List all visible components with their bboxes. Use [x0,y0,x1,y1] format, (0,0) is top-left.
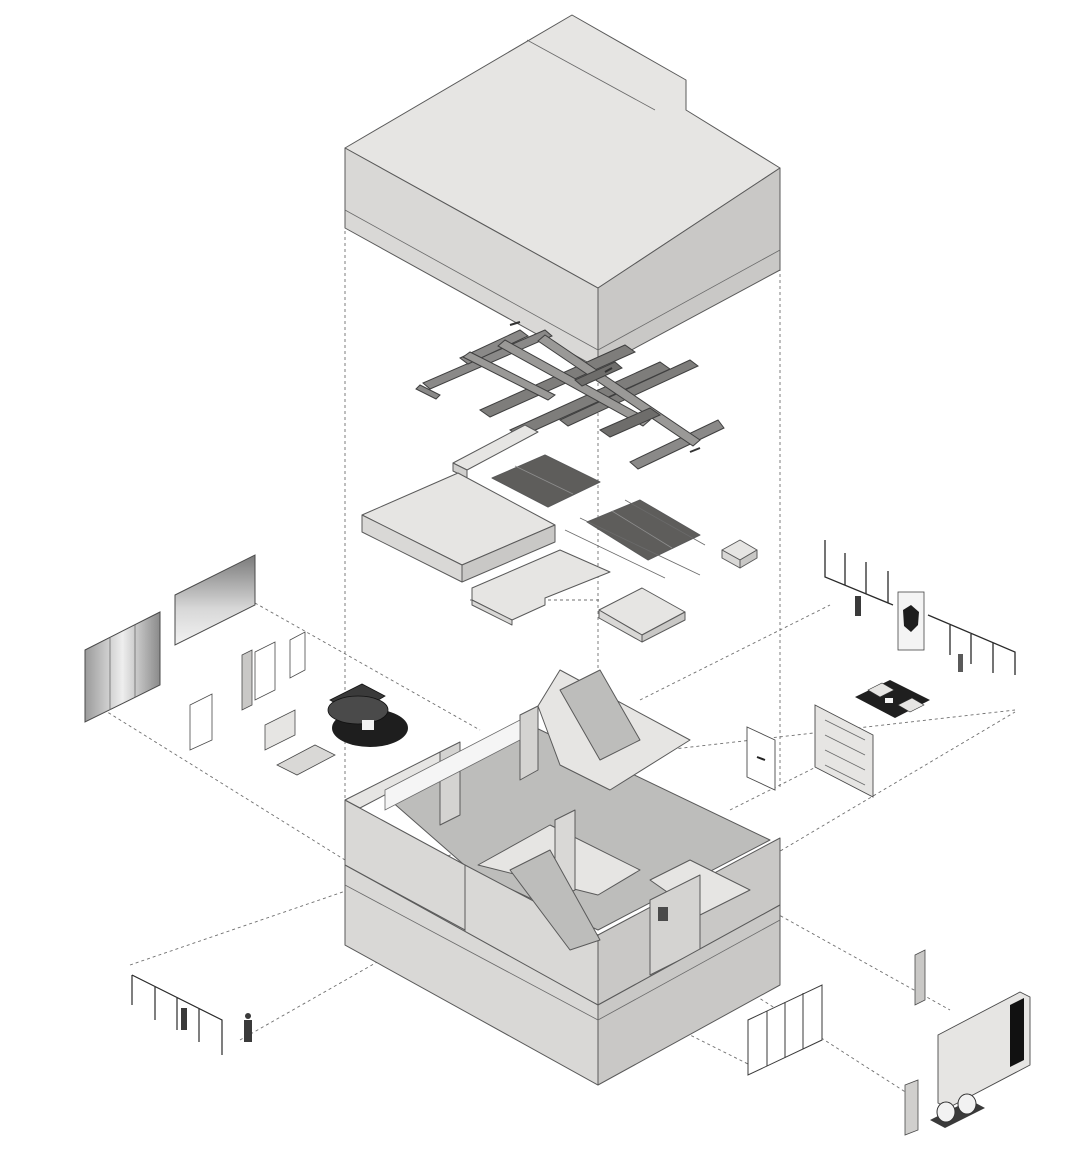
entrance-portal [904,949,1031,1136]
roof-volume [344,14,781,369]
entrance-glass-doors [747,984,823,1076]
lounge-furniture-right [855,680,930,718]
mezzanine-slabs [361,424,758,643]
left-display-wall [84,554,336,776]
steel-beam-frame [415,321,725,470]
ground-floor-shell [344,669,781,1006]
wall-panels-right [746,704,874,798]
right-hanging-rail [824,540,1016,675]
clothing-rack-lower-left [131,974,252,1055]
lounge-furniture-left [327,683,408,747]
basement-volume [344,864,781,1086]
